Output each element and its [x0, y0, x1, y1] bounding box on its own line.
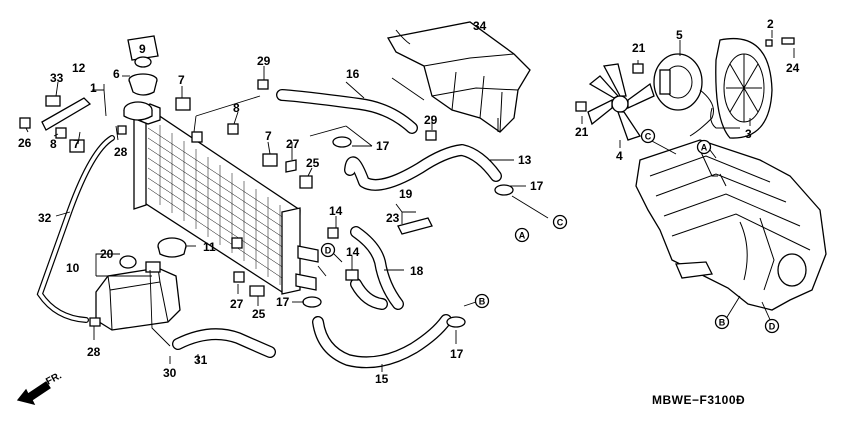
- part-label-16: 16: [346, 67, 360, 81]
- diagram-code: MBWE−F3100Đ: [652, 393, 745, 407]
- part-label-25b: 25: [252, 307, 266, 321]
- part-label-8a: 8: [233, 101, 240, 115]
- part-label-32: 32: [38, 211, 52, 225]
- connector-b: B: [479, 297, 486, 307]
- part-label-9: 9: [139, 42, 146, 56]
- radiator-cap: [123, 101, 153, 121]
- stay-bracket-12: [41, 95, 92, 131]
- hose-clamps: [302, 136, 514, 328]
- part-label-26: 26: [18, 136, 32, 150]
- part-label-27a: 27: [286, 137, 300, 151]
- engine-block: [635, 139, 827, 311]
- pressure-cap-11: [157, 237, 187, 258]
- part-label-2: 2: [767, 17, 774, 31]
- part-label-17a: 17: [376, 139, 390, 153]
- fan-motor: [653, 53, 714, 137]
- fan-shroud: [710, 38, 773, 139]
- heat-shield: [386, 21, 531, 133]
- part-label-15: 15: [375, 372, 389, 386]
- part-label-3: 3: [745, 127, 752, 141]
- reserve-tank: [95, 261, 181, 331]
- part-label-10: 10: [66, 261, 80, 275]
- part-label-4: 4: [616, 149, 623, 163]
- part-label-21a: 21: [632, 41, 646, 55]
- part-label-17b: 17: [530, 179, 544, 193]
- front-direction-arrow: FR.: [16, 370, 64, 405]
- connector-a: A: [519, 231, 526, 241]
- part-label-7c: 7: [265, 129, 272, 143]
- connector-c: C: [557, 218, 564, 228]
- hose-18: [350, 226, 404, 310]
- part-label-14b: 14: [346, 245, 360, 259]
- part-label-28b: 28: [87, 345, 101, 359]
- connector-c-engine: C: [645, 132, 652, 142]
- hose-13: [344, 144, 502, 191]
- connector-letters: A C D B C A B D: [325, 132, 776, 332]
- part-label-17c: 17: [276, 295, 290, 309]
- part-label-30: 30: [163, 366, 177, 380]
- reserve-tank-cap: [119, 255, 137, 269]
- cooling-fan: [587, 63, 655, 141]
- part-label-33: 33: [50, 71, 64, 85]
- part-label-14a: 14: [329, 204, 343, 218]
- clips-29: [257, 79, 437, 141]
- front-direction-label: FR.: [44, 370, 64, 387]
- hose-31: [172, 328, 276, 358]
- part-label-6: 6: [113, 67, 120, 81]
- part-label-27b: 27: [230, 297, 244, 311]
- filler-cap-9: [127, 35, 159, 96]
- collars-bolts: [19, 117, 313, 327]
- part-label-13: 13: [518, 153, 532, 167]
- part-label-12: 12: [72, 61, 86, 75]
- part-label-24: 24: [786, 61, 800, 75]
- connector-a-engine: A: [701, 143, 708, 153]
- part-label-8b: 8: [50, 137, 57, 151]
- part-label-21b: 21: [575, 125, 589, 139]
- radiator-core-grid: [147, 125, 291, 285]
- thermo-switch: [327, 217, 433, 281]
- connector-d-engine: D: [769, 322, 776, 332]
- radiator: [133, 103, 319, 295]
- hose-15: [312, 314, 452, 369]
- part-label-20: 20: [100, 247, 114, 261]
- part-label-34: 34: [473, 19, 487, 33]
- rubber-grommets: [69, 97, 278, 167]
- part-label-23: 23: [386, 211, 400, 225]
- part-label-17d: 17: [450, 347, 464, 361]
- part-label-7a: 7: [178, 73, 185, 87]
- part-labels: 1 2 3 4 5 6 7 7 7 8 8 9 10 11 12 13 14 1…: [18, 17, 800, 386]
- hose-16: [276, 89, 418, 134]
- part-label-1: 1: [90, 81, 97, 95]
- shroud-bolt: [765, 37, 795, 47]
- part-label-28a: 28: [114, 145, 128, 159]
- part-label-25a: 25: [306, 156, 320, 170]
- part-label-31: 31: [194, 353, 208, 367]
- part-label-18: 18: [410, 264, 424, 278]
- siphon-tube-32: [36, 135, 115, 323]
- breather-tube-30: [149, 269, 171, 347]
- part-label-11: 11: [203, 240, 216, 254]
- connector-markers: [320, 128, 780, 334]
- part-label-29a: 29: [257, 54, 271, 68]
- part-label-29b: 29: [424, 113, 438, 127]
- part-label-7b: 7: [73, 137, 80, 151]
- part-label-19: 19: [399, 187, 413, 201]
- part-label-5: 5: [676, 28, 683, 42]
- connector-d: D: [325, 246, 332, 256]
- connector-b-engine: B: [719, 318, 726, 328]
